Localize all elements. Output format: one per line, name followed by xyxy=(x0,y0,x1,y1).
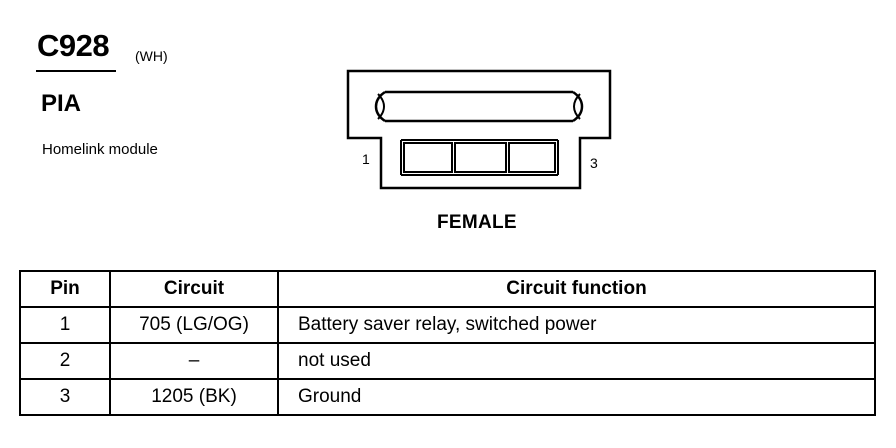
cell-pin: 2 xyxy=(19,342,111,380)
table-row: 1 705 (LG/OG) Battery saver relay, switc… xyxy=(19,306,876,344)
terminal-cavity-pin-3 xyxy=(508,142,556,173)
cell-circuit-function: not used xyxy=(277,342,876,380)
connector-id-underline xyxy=(36,70,116,72)
cell-circuit: – xyxy=(109,342,279,380)
cell-circuit-function: Ground xyxy=(277,378,876,416)
header-circuit: Circuit xyxy=(109,270,279,308)
header-circuit-function: Circuit function xyxy=(277,270,876,308)
pinout-table: Pin Circuit Circuit function 1 705 (LG/O… xyxy=(19,270,876,416)
terminal-cavity-pin-2 xyxy=(454,142,507,173)
connector-face-diagram xyxy=(346,69,612,190)
connector-id: C928 xyxy=(37,28,110,63)
header-pin: Pin xyxy=(19,270,111,308)
connector-latch-slot xyxy=(385,90,573,123)
cell-pin: 3 xyxy=(19,378,111,416)
pin-number-left: 1 xyxy=(362,151,370,167)
table-header-row: Pin Circuit Circuit function xyxy=(19,270,876,308)
connector-gender-label: FEMALE xyxy=(437,212,517,233)
pin-number-right: 3 xyxy=(590,155,598,171)
cell-circuit: 1205 (BK) xyxy=(109,378,279,416)
table-row: 2 – not used xyxy=(19,342,876,380)
cell-pin: 1 xyxy=(19,306,111,344)
table-row: 3 1205 (BK) Ground xyxy=(19,378,876,416)
terminal-cavity-pin-1 xyxy=(403,142,453,173)
connector-description: Homelink module xyxy=(42,141,158,158)
connector-code: PIA xyxy=(41,90,82,117)
cell-circuit: 705 (LG/OG) xyxy=(109,306,279,344)
cell-circuit-function: Battery saver relay, switched power xyxy=(277,306,876,344)
connector-color-code: (WH) xyxy=(135,48,168,64)
connector-housing-outline xyxy=(346,69,612,190)
